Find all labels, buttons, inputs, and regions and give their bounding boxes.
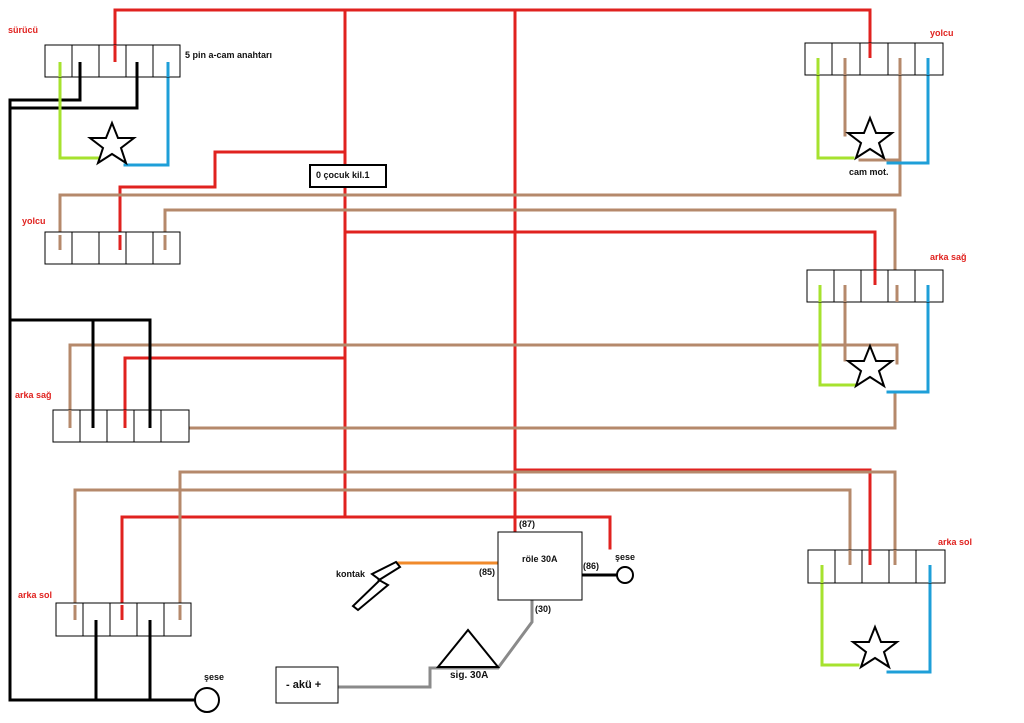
ground-circle-icon — [616, 566, 634, 584]
grey-wire — [336, 598, 534, 689]
label-yolcu-left: yolcu — [22, 216, 46, 226]
label-pin85: (85) — [479, 567, 496, 577]
label-cocuk-kilidi: 0 çocuk kil.1 — [316, 170, 370, 180]
label-surucu: sürücü — [8, 25, 39, 35]
label-arka-sol-right: arka sol — [938, 537, 973, 547]
connectors — [44, 42, 946, 637]
label-kontak: kontak — [336, 569, 366, 579]
label-sigorta: sig. 30A — [450, 670, 489, 681]
label-role: röle 30A — [522, 554, 558, 564]
label-pin30: (30) — [535, 604, 552, 614]
label-sase-role: şese — [615, 552, 636, 562]
triangle-fuse-icon — [435, 628, 501, 668]
label-cam-mot: cam mot. — [849, 167, 889, 177]
aku-box — [275, 666, 339, 704]
connector-arka-sag-left — [52, 409, 190, 443]
lightning-icon — [351, 560, 402, 612]
label-five-pin: 5 pin a-cam anahtarı — [185, 50, 273, 60]
label-pin87: (87) — [519, 519, 536, 529]
label-aku: - akü + — [286, 679, 322, 691]
red-wires — [113, 8, 877, 607]
label-pin86: (86) — [583, 561, 600, 571]
label-arka-sag-right: arka sağ — [930, 252, 967, 262]
ground-circle-icon — [194, 687, 220, 713]
connector-yolcu-right — [804, 42, 944, 76]
cocuk-kilidi-box — [309, 164, 387, 188]
label-yolcu-right: yolcu — [930, 28, 954, 38]
cyan-wires — [123, 56, 932, 674]
label-arka-sol-left: arka sol — [18, 590, 53, 600]
connector-arka-sol-right — [807, 549, 946, 584]
lime-wires — [58, 60, 860, 667]
role-box — [497, 531, 583, 601]
connector-yolcu-left — [44, 231, 181, 265]
star-icon — [87, 115, 900, 670]
label-sase-bottom: şese — [204, 672, 225, 682]
brown-wires — [58, 63, 902, 607]
label-arka-sag-left: arka sağ — [15, 390, 52, 400]
connector-surucu — [44, 44, 181, 78]
